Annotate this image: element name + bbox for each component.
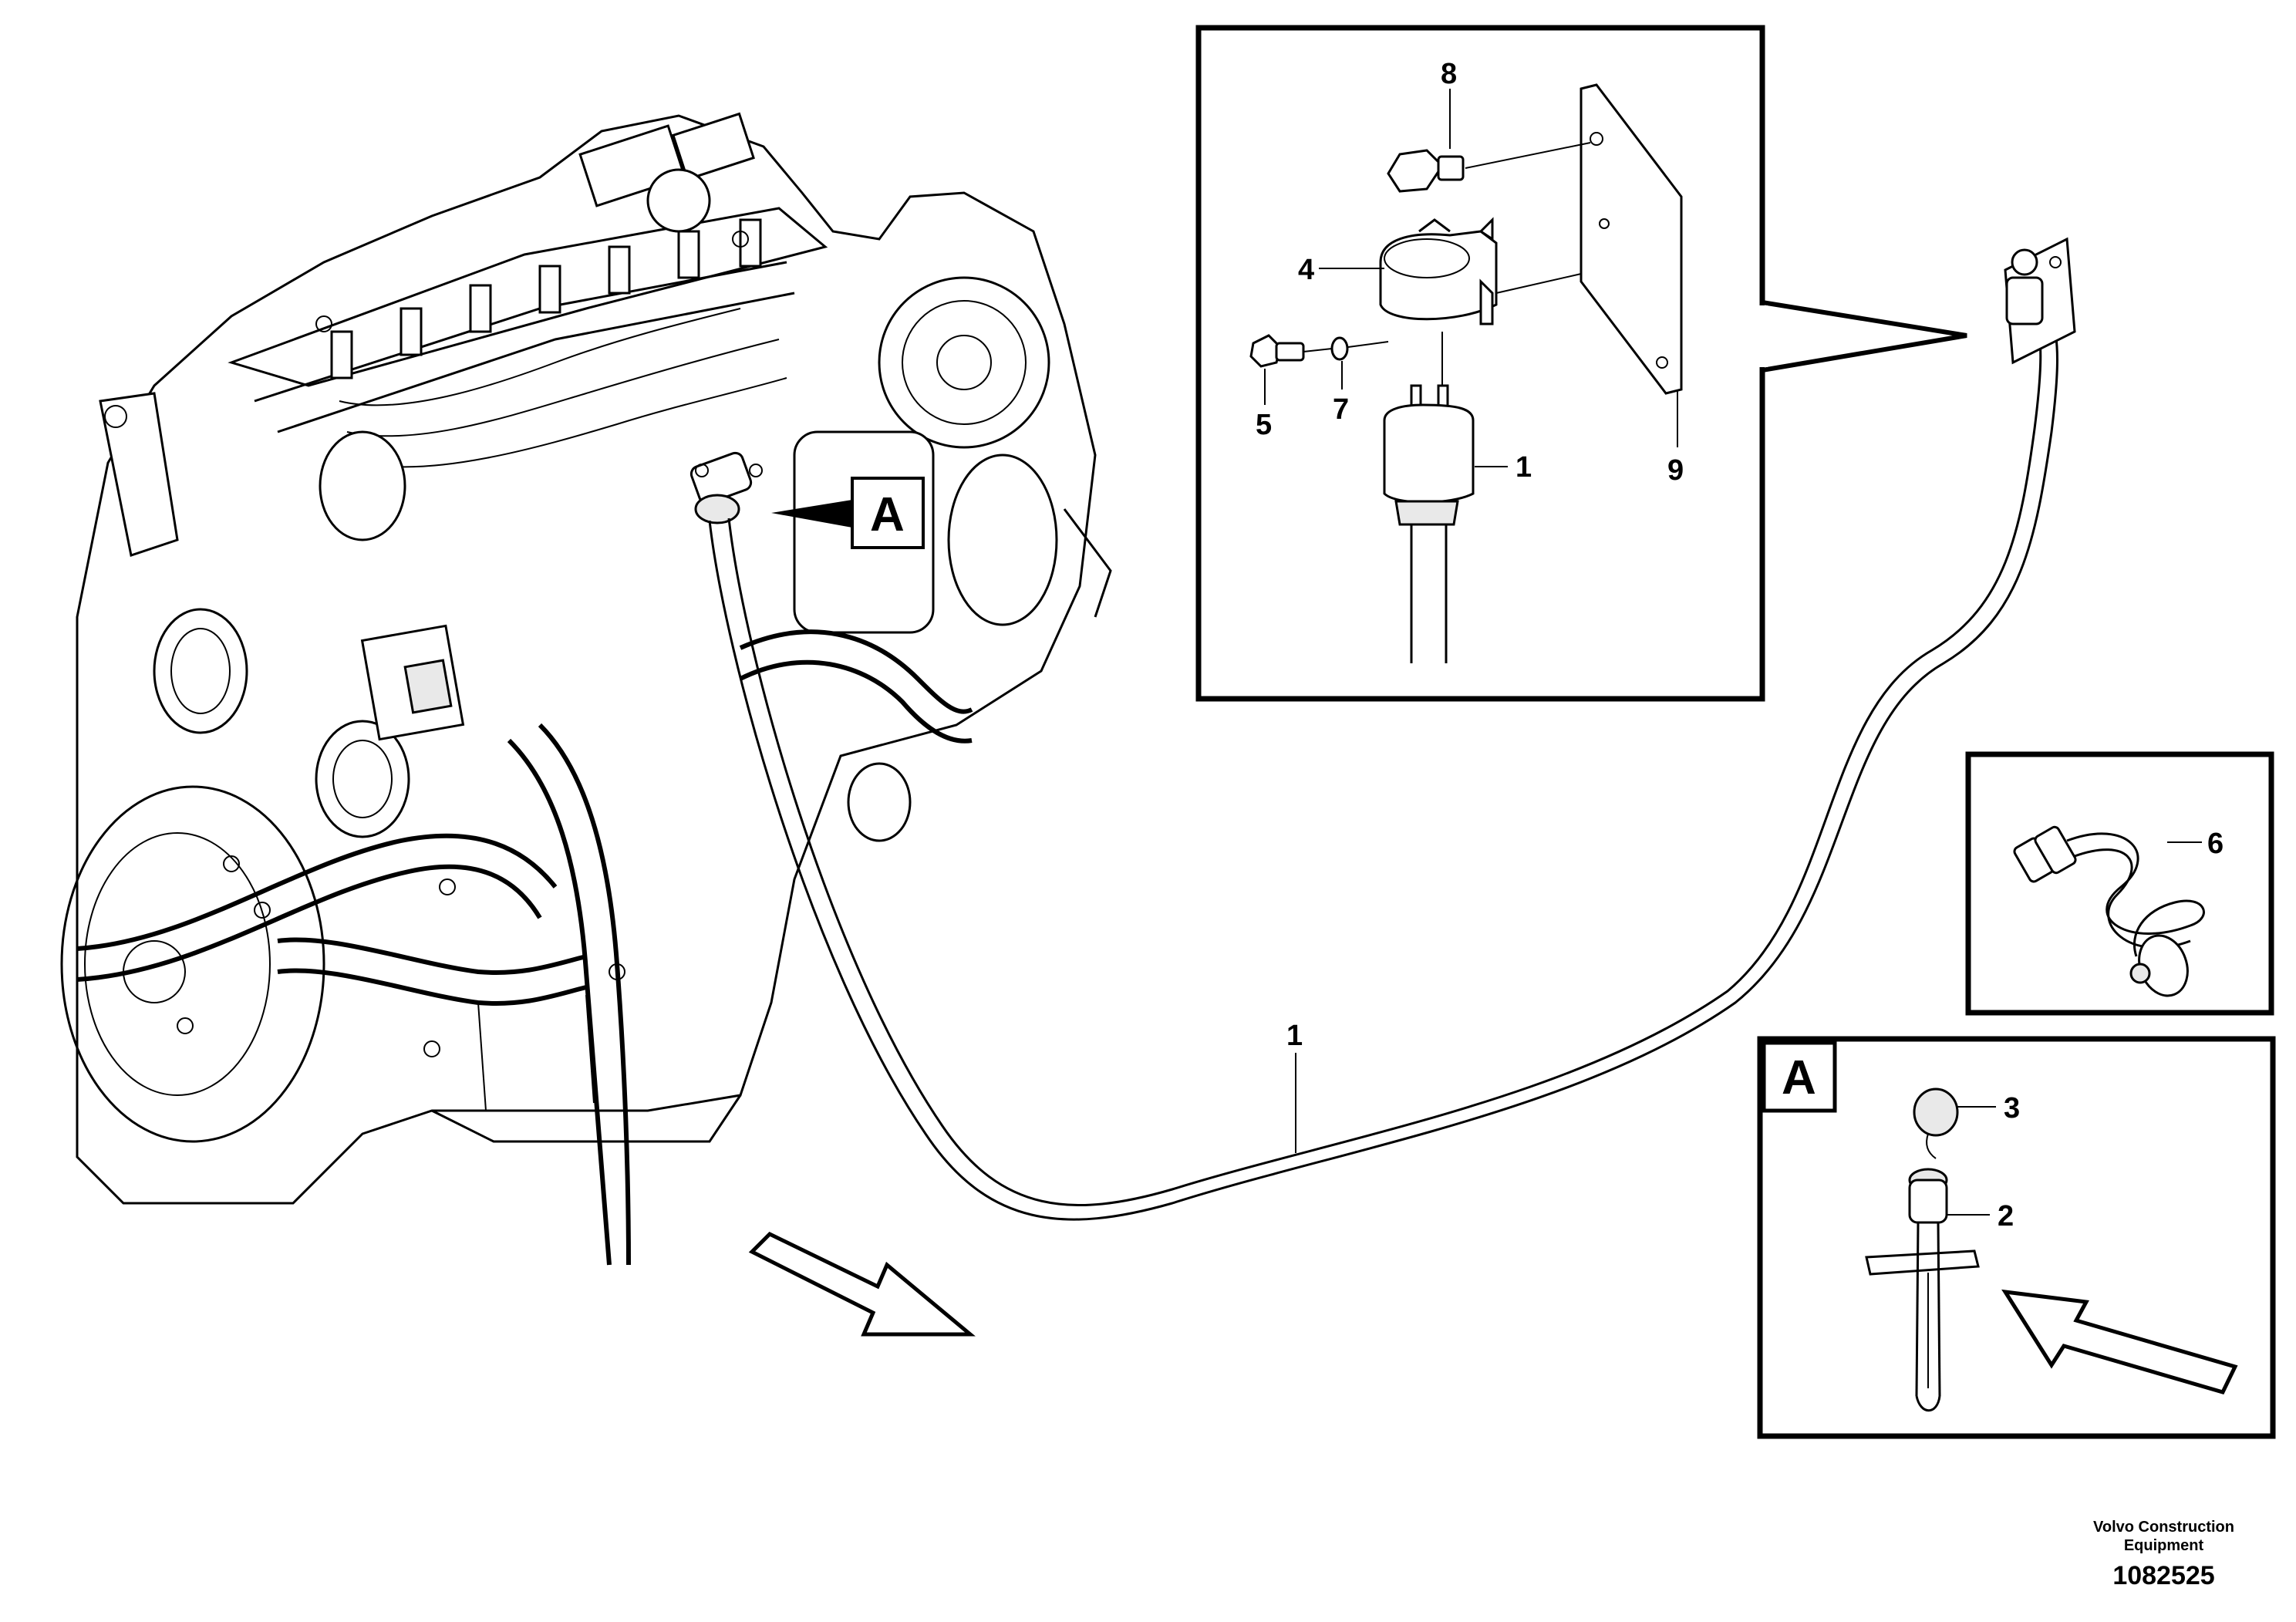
callout-1-main: 1 xyxy=(1286,1020,1303,1153)
drawing-number: 1082525 xyxy=(2112,1561,2215,1590)
view-a-label: A xyxy=(870,488,905,541)
view-a-marker: A xyxy=(771,477,925,549)
callout-label: 1 xyxy=(1286,1020,1303,1052)
injector-row xyxy=(330,218,762,379)
direction-arrow-forward xyxy=(748,1231,976,1337)
svg-text:9: 9 xyxy=(1667,454,1684,487)
view-a-detail-label: A xyxy=(1782,1051,1816,1104)
detail-panel-mounting xyxy=(1195,25,1967,702)
callout-8: 8 xyxy=(1441,58,1457,149)
heater-cable-assembly xyxy=(689,237,2076,1221)
company-name-line1: Volvo Construction xyxy=(2093,1519,2234,1536)
callout-1-detail: 1 xyxy=(1475,451,1532,484)
footer-brand: Volvo Construction Equipment 1082525 xyxy=(2093,1518,2234,1591)
callout-2: 2 xyxy=(1947,1200,2014,1233)
svg-text:3: 3 xyxy=(2004,1092,2020,1125)
callout-3: 3 xyxy=(1957,1092,2020,1125)
svg-text:4: 4 xyxy=(1298,254,1314,286)
svg-text:7: 7 xyxy=(1333,393,1349,426)
svg-text:1: 1 xyxy=(1515,451,1532,484)
callout-7: 7 xyxy=(1333,361,1349,426)
svg-text:2: 2 xyxy=(1998,1200,2014,1233)
engine-illustration xyxy=(60,112,1112,1266)
svg-text:6: 6 xyxy=(2207,828,2224,860)
svg-text:5: 5 xyxy=(1256,409,1272,441)
callout-6: 6 xyxy=(2167,828,2224,860)
callout-4: 4 xyxy=(1298,254,1384,286)
svg-text:8: 8 xyxy=(1441,58,1457,90)
detail-panel-cable-6 xyxy=(1965,751,2274,1016)
callout-9: 9 xyxy=(1667,389,1684,487)
company-name-line2: Equipment xyxy=(2123,1537,2204,1554)
callout-5: 5 xyxy=(1256,369,1272,441)
direction-arrow-view-a xyxy=(2001,1289,2238,1394)
